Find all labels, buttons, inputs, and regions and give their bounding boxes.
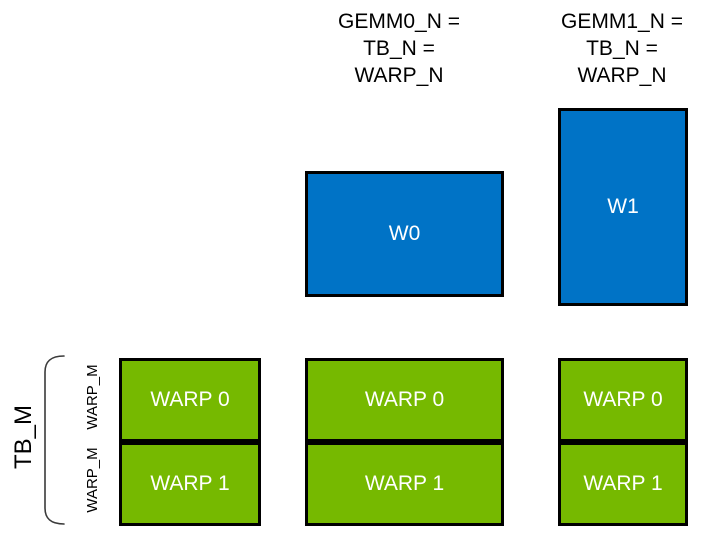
warp-cell: WARP 0 — [305, 358, 504, 442]
gemm1-column-header: GEMM1_N = TB_N = WARP_N — [522, 8, 720, 89]
threadblock-tile-2: WARP 0 WARP 1 — [558, 358, 688, 526]
tb-m-label: TB_M — [10, 405, 37, 470]
warp-cell: WARP 1 — [305, 442, 504, 526]
header-line: TB_N = — [363, 37, 435, 60]
header-line: TB_N = — [586, 37, 658, 60]
threadblock-tile-0: WARP 0 WARP 1 — [119, 358, 261, 526]
warp-cell: WARP 1 — [558, 442, 688, 526]
left-bracket-icon — [44, 355, 65, 525]
warp-cell-label: WARP 1 — [583, 472, 663, 495]
warp-cell: WARP 1 — [119, 442, 261, 526]
warp-cell-label: WARP 0 — [364, 388, 445, 411]
warp-tile-w0: W0 — [305, 171, 504, 297]
warp-cell: WARP 0 — [119, 358, 261, 442]
gemm0-column-header: GEMM0_N = TB_N = WARP_N — [299, 8, 499, 89]
warp-cell: WARP 0 — [558, 358, 688, 442]
threadblock-tile-1: WARP 0 WARP 1 — [305, 358, 504, 526]
warp-cell-label: WARP 1 — [364, 472, 445, 495]
warp-tile-w1: W1 — [558, 108, 688, 306]
header-line: WARP_N — [577, 64, 667, 87]
header-line: GEMM0_N = — [338, 10, 460, 33]
warp-cell-label: WARP 0 — [583, 388, 663, 411]
warp-cell-label: WARP 0 — [150, 388, 230, 411]
warp-m-label: WARP_M — [84, 447, 101, 513]
warp-tile-label: W1 — [607, 195, 639, 218]
warp-cell-label: WARP 1 — [150, 472, 230, 495]
header-line: WARP_N — [354, 64, 444, 87]
warp-tile-label: W0 — [388, 222, 421, 245]
header-line: GEMM1_N = — [561, 10, 683, 33]
